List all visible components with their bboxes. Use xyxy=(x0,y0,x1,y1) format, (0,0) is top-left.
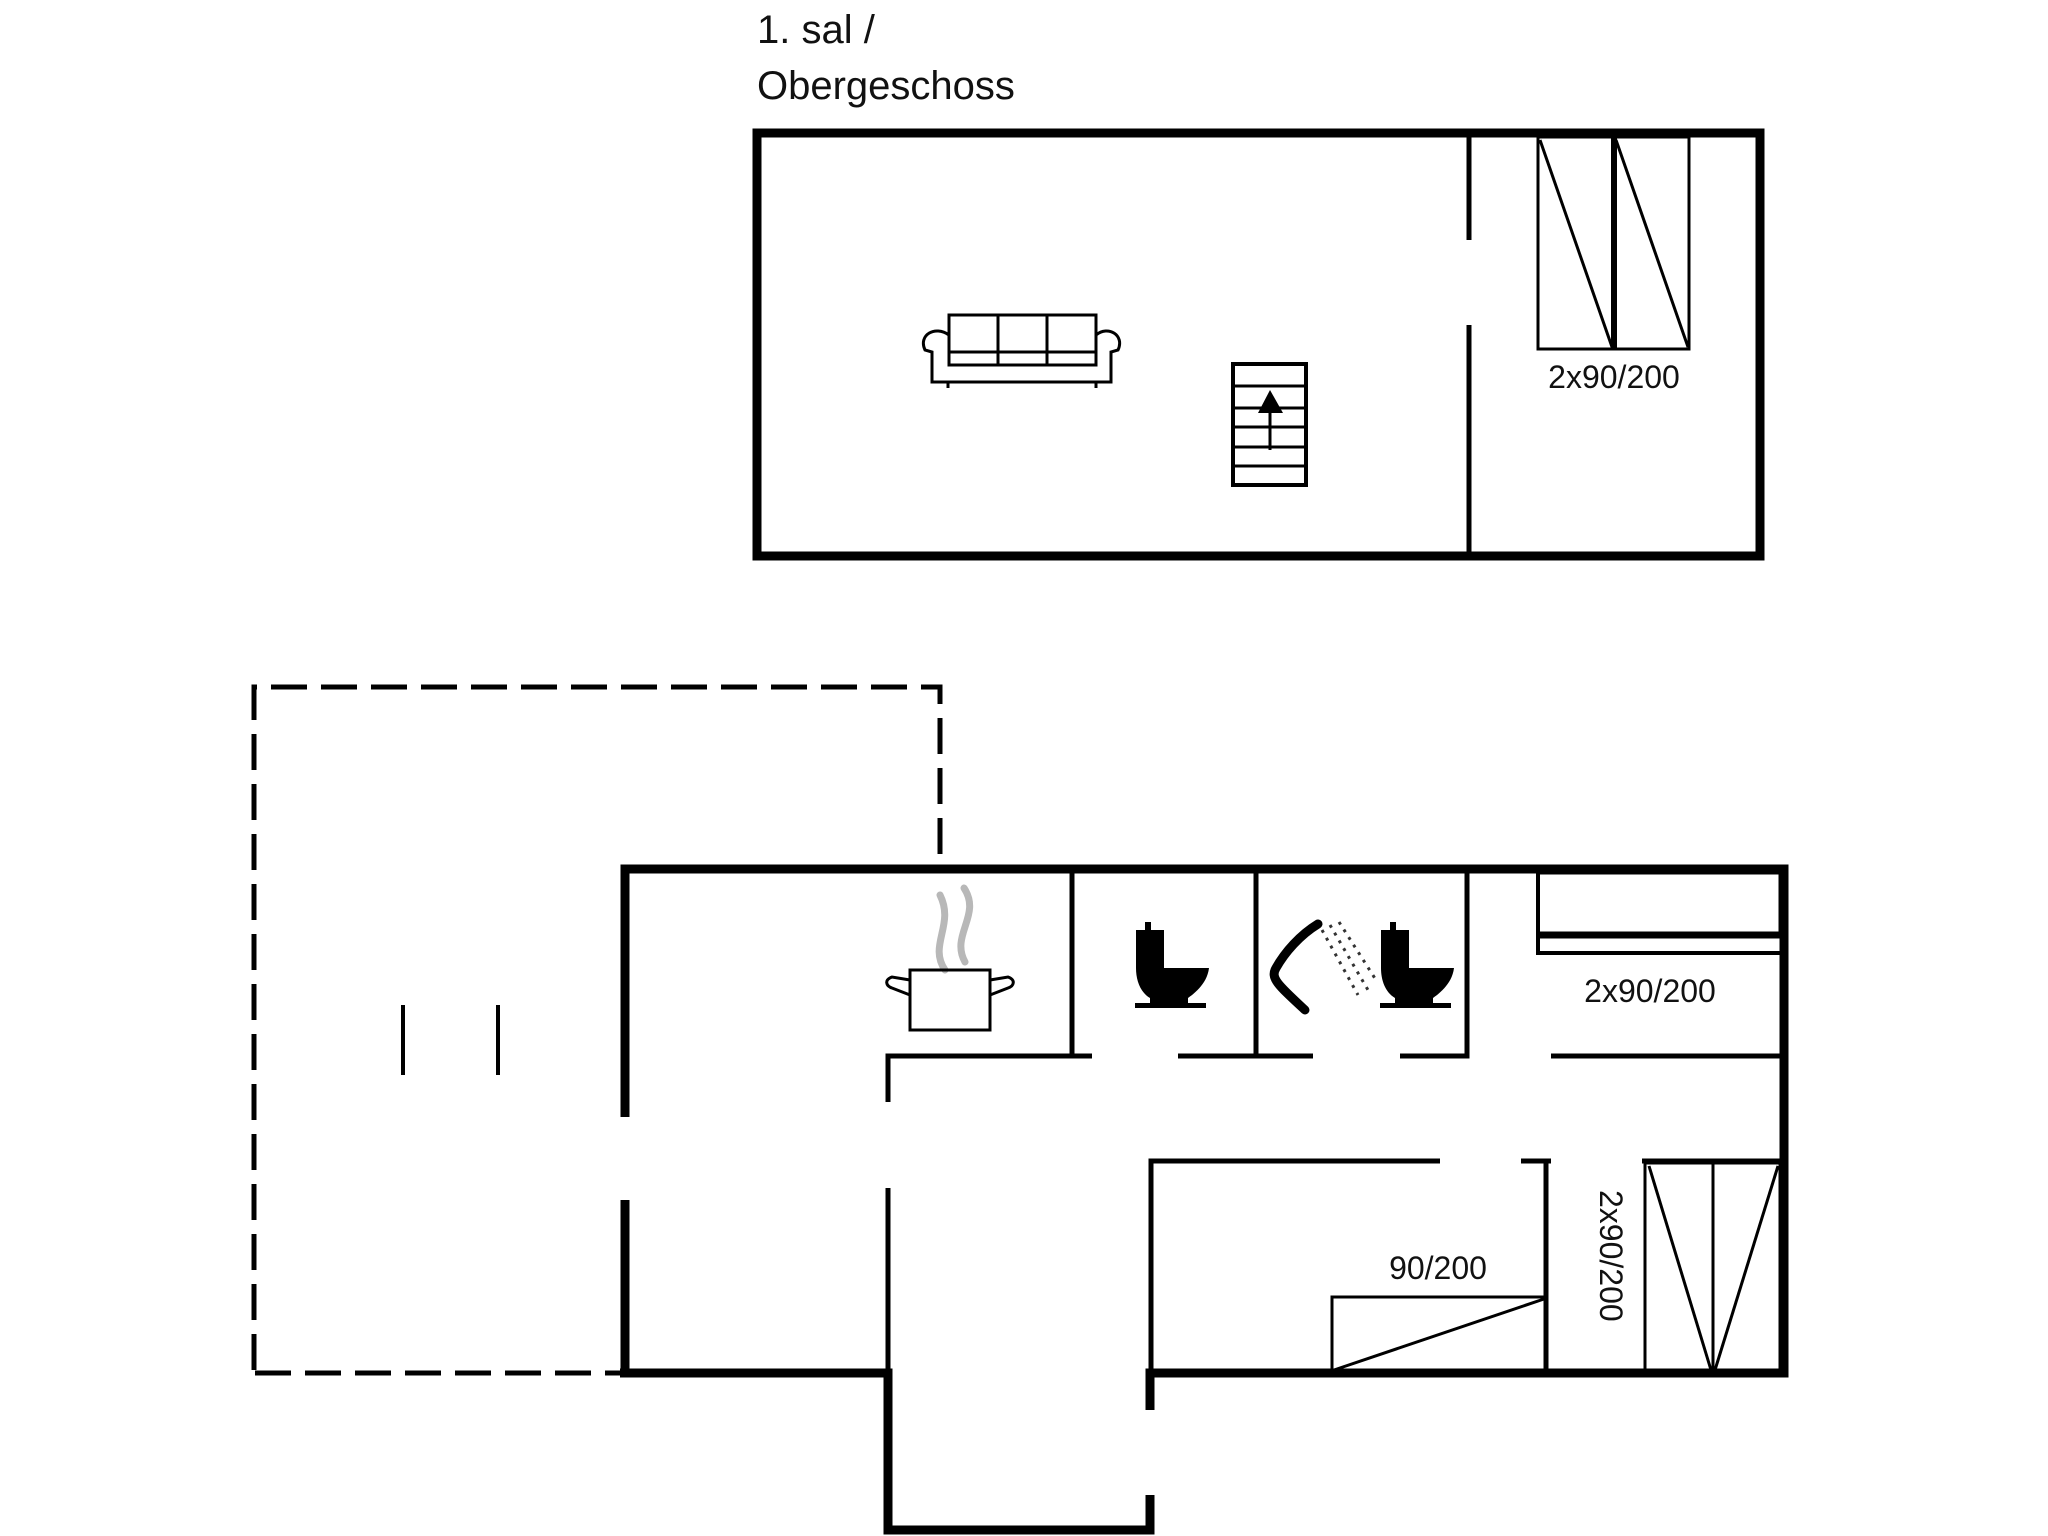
ground-outer-wall xyxy=(620,864,1789,1535)
terrace-dashed-outline xyxy=(251,684,943,1376)
shower-icon xyxy=(1269,919,1378,1015)
twin-bed-icon xyxy=(1536,135,1691,351)
bunk-bed-icon xyxy=(1536,871,1782,955)
bed-size-label: 2x90/200 xyxy=(1548,359,1680,395)
bed-size-label-vertical: 2x90/200 xyxy=(1593,1190,1629,1322)
cooking-pot-icon xyxy=(885,884,1015,1032)
twin-bed-icon xyxy=(1643,1161,1782,1372)
bed-size-label: 2x90/200 xyxy=(1584,973,1716,1009)
interior-walls xyxy=(885,873,1780,1373)
upper-floor-outer-wall xyxy=(752,128,1765,561)
single-bed-icon xyxy=(1330,1295,1548,1372)
floor-title-line1: 1. sal / xyxy=(757,8,875,52)
floor-title-line2: Obergeschoss xyxy=(757,64,1015,108)
bed-size-label: 90/200 xyxy=(1389,1250,1487,1286)
stairs-up-icon xyxy=(1231,362,1308,487)
toilet-icon xyxy=(1380,922,1454,1008)
floor-title: 1. sal / Obergeschoss xyxy=(757,2,1015,114)
sofa-icon xyxy=(921,313,1122,388)
toilet-icon xyxy=(1135,922,1209,1008)
ground-floor: 2x90/200 90/200 2x90/200 xyxy=(251,684,1789,1535)
upper-floor: 2x90/200 xyxy=(752,128,1765,561)
